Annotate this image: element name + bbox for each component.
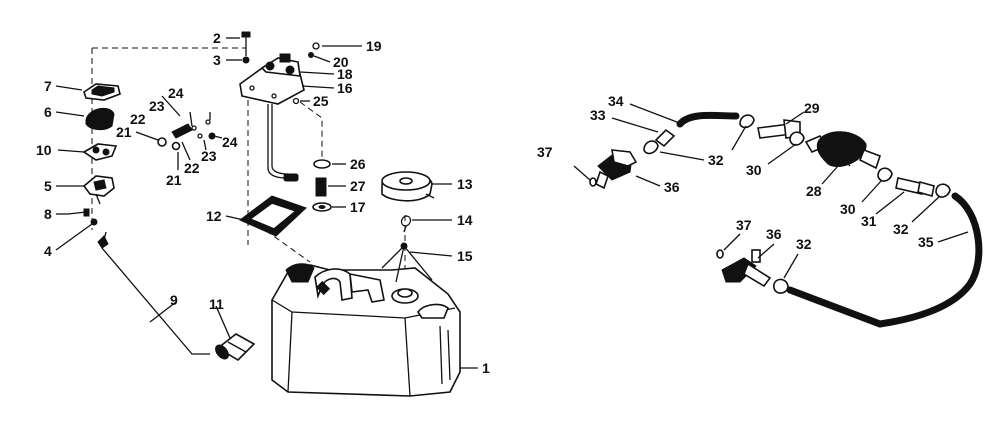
callout-8: 8 [44, 206, 52, 222]
filler-cap-13 [381, 171, 435, 202]
gasket-7 [83, 83, 121, 101]
callout-21a: 21 [116, 124, 132, 140]
callout-32a: 32 [708, 152, 724, 168]
bracket-5 [82, 175, 115, 205]
callout-32c: 32 [796, 236, 812, 252]
callout-24b: 24 [222, 134, 238, 150]
callout-26: 26 [350, 156, 366, 172]
fitting-33 [654, 128, 676, 148]
hose-35 [786, 192, 983, 328]
screw-8 [67, 208, 90, 217]
callout-12: 12 [206, 208, 222, 224]
callout-6: 6 [44, 104, 52, 120]
washer-3 [242, 56, 250, 64]
o-ring-37-lower [716, 249, 724, 259]
callout-27: 27 [350, 178, 366, 194]
callout-29: 29 [804, 100, 820, 116]
callout-23a: 23 [149, 98, 165, 114]
callout-7: 7 [44, 78, 52, 94]
callout-5: 5 [44, 178, 52, 194]
o-ring-37-upper [589, 177, 597, 187]
primer-bulb-28 [804, 131, 882, 170]
callout-20: 20 [333, 54, 349, 70]
callout-36b: 36 [766, 226, 782, 242]
callout-22b: 22 [184, 160, 200, 176]
callout-13: 13 [457, 176, 473, 192]
screw-25 [292, 97, 300, 105]
callout-23b: 23 [201, 148, 217, 164]
callout-18: 18 [337, 66, 353, 82]
callout-4: 4 [44, 243, 52, 259]
callout-16: 16 [337, 80, 353, 96]
callout-labels: 1 2 3 4 5 6 7 8 9 10 11 12 13 14 15 16 1… [36, 30, 934, 376]
callout-31: 31 [861, 213, 877, 229]
callout-22a: 22 [130, 111, 146, 127]
callout-3: 3 [213, 52, 221, 68]
callout-11: 11 [209, 296, 224, 312]
callout-9: 9 [170, 292, 178, 308]
callout-37b: 37 [736, 217, 752, 233]
washer-20 [308, 52, 314, 58]
hose-34 [676, 111, 740, 128]
leader-lines-right [573, 103, 969, 279]
callout-1: 1 [482, 360, 490, 376]
callout-37a: 37 [537, 144, 553, 160]
clip-14 [400, 215, 412, 233]
gauge-rod-9 [97, 231, 210, 355]
callout-10: 10 [36, 142, 52, 158]
callout-36a: 36 [664, 179, 680, 195]
callout-21b: 21 [166, 172, 182, 188]
connector-36-lower [721, 249, 772, 288]
plate-10 [82, 143, 118, 161]
callout-15: 15 [457, 248, 473, 264]
callout-34: 34 [608, 93, 624, 109]
cover-6 [85, 107, 115, 131]
clamp-32b [739, 114, 755, 129]
float-pin-assembly [157, 119, 216, 151]
callout-19: 19 [366, 38, 382, 54]
connector-36-upper [595, 149, 638, 190]
callout-30a: 30 [746, 162, 762, 178]
clamp-32c [935, 183, 951, 198]
spring-27 [315, 177, 327, 197]
clamp-30b [877, 167, 893, 182]
screw-19 [312, 42, 320, 50]
clamp-30a [789, 131, 805, 146]
gasket-12 [239, 195, 307, 237]
callout-32b: 32 [893, 221, 909, 237]
clamp-32a [643, 140, 659, 155]
callout-35: 35 [918, 234, 934, 250]
callout-17: 17 [350, 199, 366, 215]
vent-15 [381, 242, 433, 283]
callout-2: 2 [213, 30, 221, 46]
cap-26 [313, 159, 331, 169]
float-11 [215, 333, 256, 362]
callout-28: 28 [806, 183, 822, 199]
callout-24a: 24 [168, 85, 184, 101]
washer-17 [312, 202, 332, 212]
screw-2 [241, 31, 251, 56]
washer-4 [90, 218, 98, 226]
fuel-tank [271, 263, 461, 397]
callout-33: 33 [590, 107, 606, 123]
callout-25: 25 [313, 93, 329, 109]
leader-lines-left [55, 37, 478, 369]
callout-30b: 30 [840, 201, 856, 217]
valve-31 [895, 177, 935, 198]
clamp-32d [773, 278, 789, 294]
callout-14: 14 [457, 212, 473, 228]
fuel-gauge-body [239, 53, 305, 182]
